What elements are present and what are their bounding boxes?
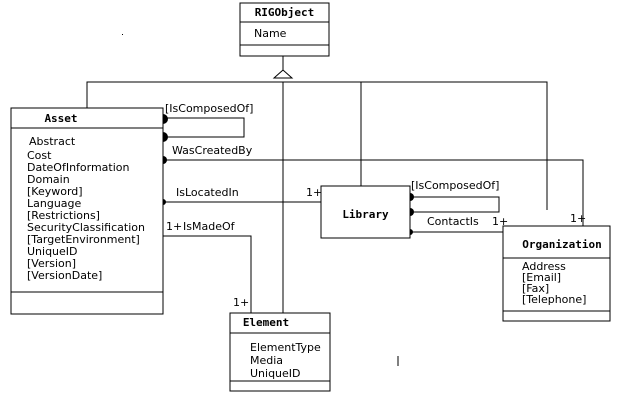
- class-name: Element: [243, 316, 289, 329]
- element-made-of-multiplicity: 1+: [233, 296, 249, 309]
- library-composed-label: [IsComposedOf]: [411, 179, 499, 192]
- class-name: Asset: [44, 112, 77, 125]
- attribute: UniqueID: [250, 367, 301, 380]
- class-asset[interactable]: Asset Abstract Cost DateOfInformation Do…: [10, 107, 164, 315]
- attribute: Media: [250, 354, 283, 367]
- class-name: Organization: [522, 238, 601, 251]
- class-rigobject[interactable]: RIGObject Name: [239, 2, 330, 57]
- attribute: [Fax]: [522, 282, 549, 295]
- attribute: ElementType: [250, 341, 321, 354]
- attribute: Abstract: [29, 135, 76, 148]
- attribute: [Keyword]: [27, 185, 83, 198]
- attribute: [Restrictions]: [27, 209, 100, 222]
- stray-dot: [122, 34, 123, 35]
- inheritance-lines: [86, 56, 548, 313]
- attribute: [Email]: [522, 271, 561, 284]
- association-lines: [163, 117, 584, 313]
- attribute: [Version]: [27, 257, 76, 270]
- is-made-of-label: IsMadeOf: [183, 220, 236, 233]
- attribute: [TargetEnvironment]: [27, 233, 140, 246]
- attribute: Name: [254, 27, 287, 40]
- generalization-arrow-icon: [272, 69, 294, 79]
- attribute: Language: [27, 197, 82, 210]
- attribute: Cost: [27, 149, 52, 162]
- class-element[interactable]: Element ElementType Media UniqueID: [229, 312, 331, 392]
- attribute: [Telephone]: [522, 293, 586, 306]
- attribute: DateOfInformation: [27, 161, 130, 174]
- attribute: [VersionDate]: [27, 269, 102, 282]
- org-created-by-multiplicity: 1+: [570, 212, 586, 225]
- class-name: RIGObject: [255, 6, 315, 19]
- asset-composed-label: [IsComposedOf]: [165, 102, 253, 115]
- attribute: Domain: [27, 173, 70, 186]
- attribute: SecurityClassification: [27, 221, 145, 234]
- was-created-by-label: WasCreatedBy: [172, 144, 253, 157]
- contact-is-label: ContactIs: [427, 215, 479, 228]
- class-name: Library: [342, 208, 389, 221]
- class-organization[interactable]: Organization Address [Email] [Fax] [Tele…: [502, 225, 611, 322]
- asset-made-of-multiplicity: 1+: [166, 220, 182, 233]
- contact-is-multiplicity: 1+: [492, 215, 508, 228]
- is-located-in-label: IsLocatedIn: [176, 186, 239, 199]
- attribute: Address: [522, 260, 566, 273]
- attribute: UniqueID: [27, 245, 78, 258]
- class-library[interactable]: Library: [320, 185, 411, 239]
- library-located-multiplicity: 1+: [306, 186, 322, 199]
